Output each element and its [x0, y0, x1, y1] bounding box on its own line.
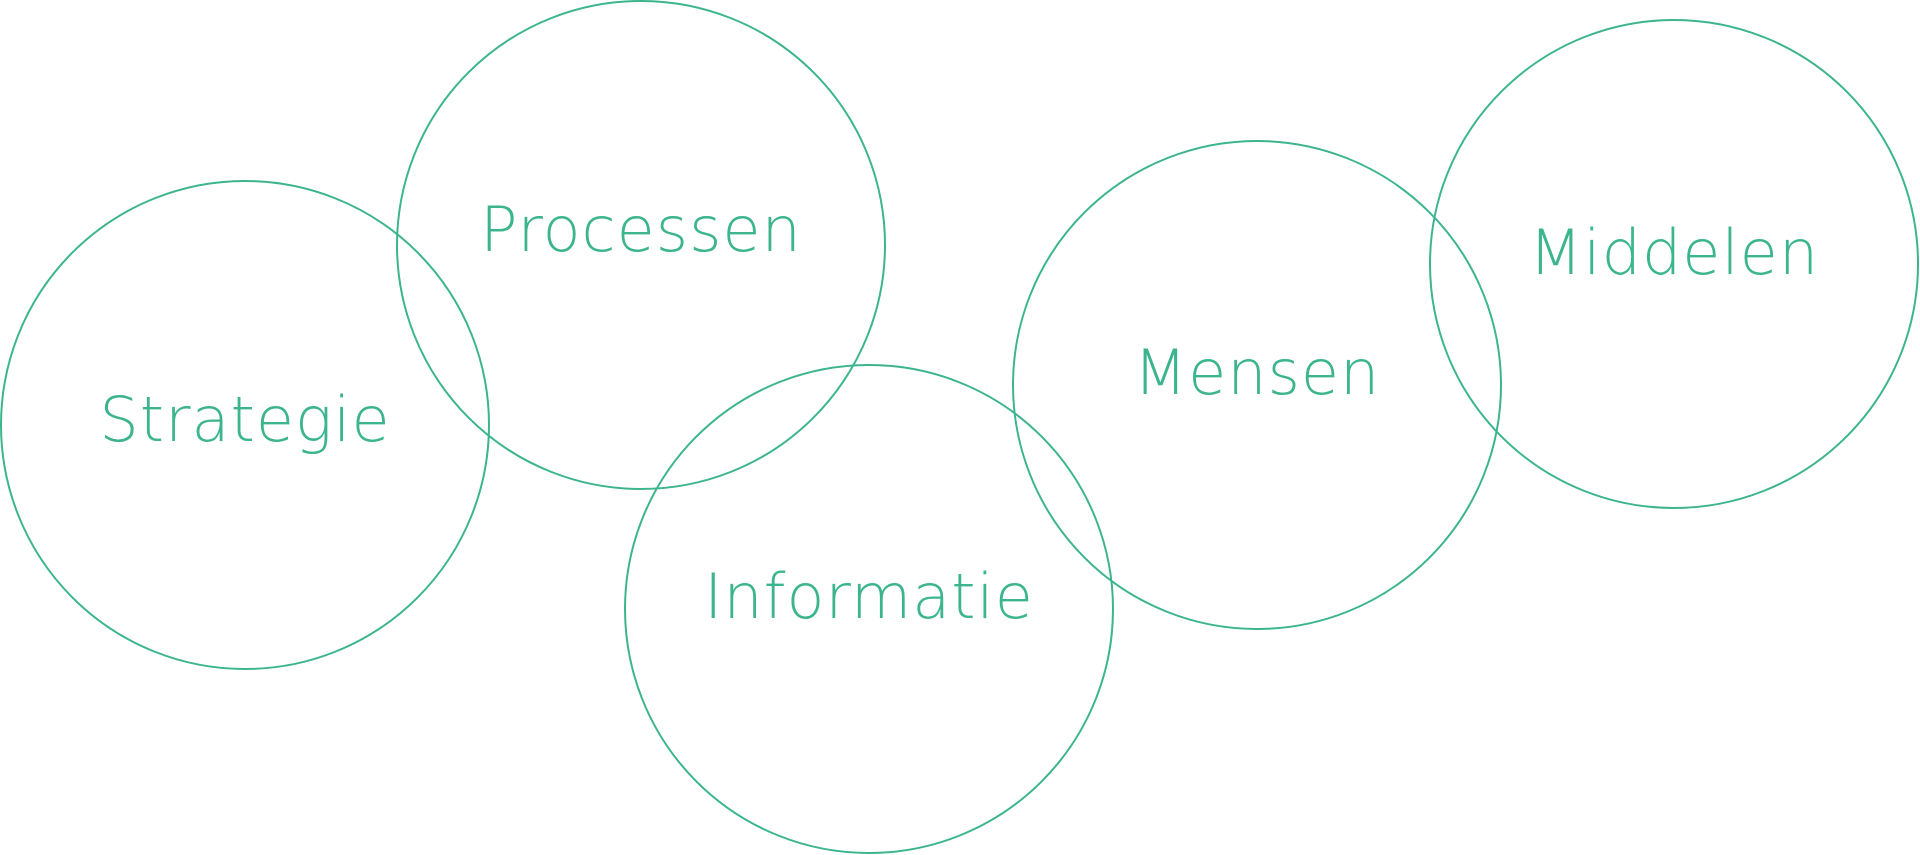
node-middelen-label: Middelen [1529, 216, 1819, 289]
node-informatie-circle [624, 364, 1114, 854]
node-middelen-circle [1429, 19, 1919, 509]
node-mensen: Mensen [1012, 140, 1502, 630]
node-mensen-circle [1012, 140, 1502, 630]
node-strategie: Strategie [0, 180, 490, 670]
node-middelen: Middelen [1429, 19, 1919, 509]
node-informatie: Informatie [624, 364, 1114, 854]
node-strategie-label: Strategie [99, 383, 390, 456]
node-strategie-circle [0, 180, 490, 670]
node-processen: Processen [396, 0, 886, 490]
node-processen-label: Processen [480, 193, 802, 266]
node-mensen-label: Mensen [1134, 336, 1381, 409]
node-informatie-label: Informatie [704, 560, 1034, 633]
node-processen-circle [396, 0, 886, 490]
